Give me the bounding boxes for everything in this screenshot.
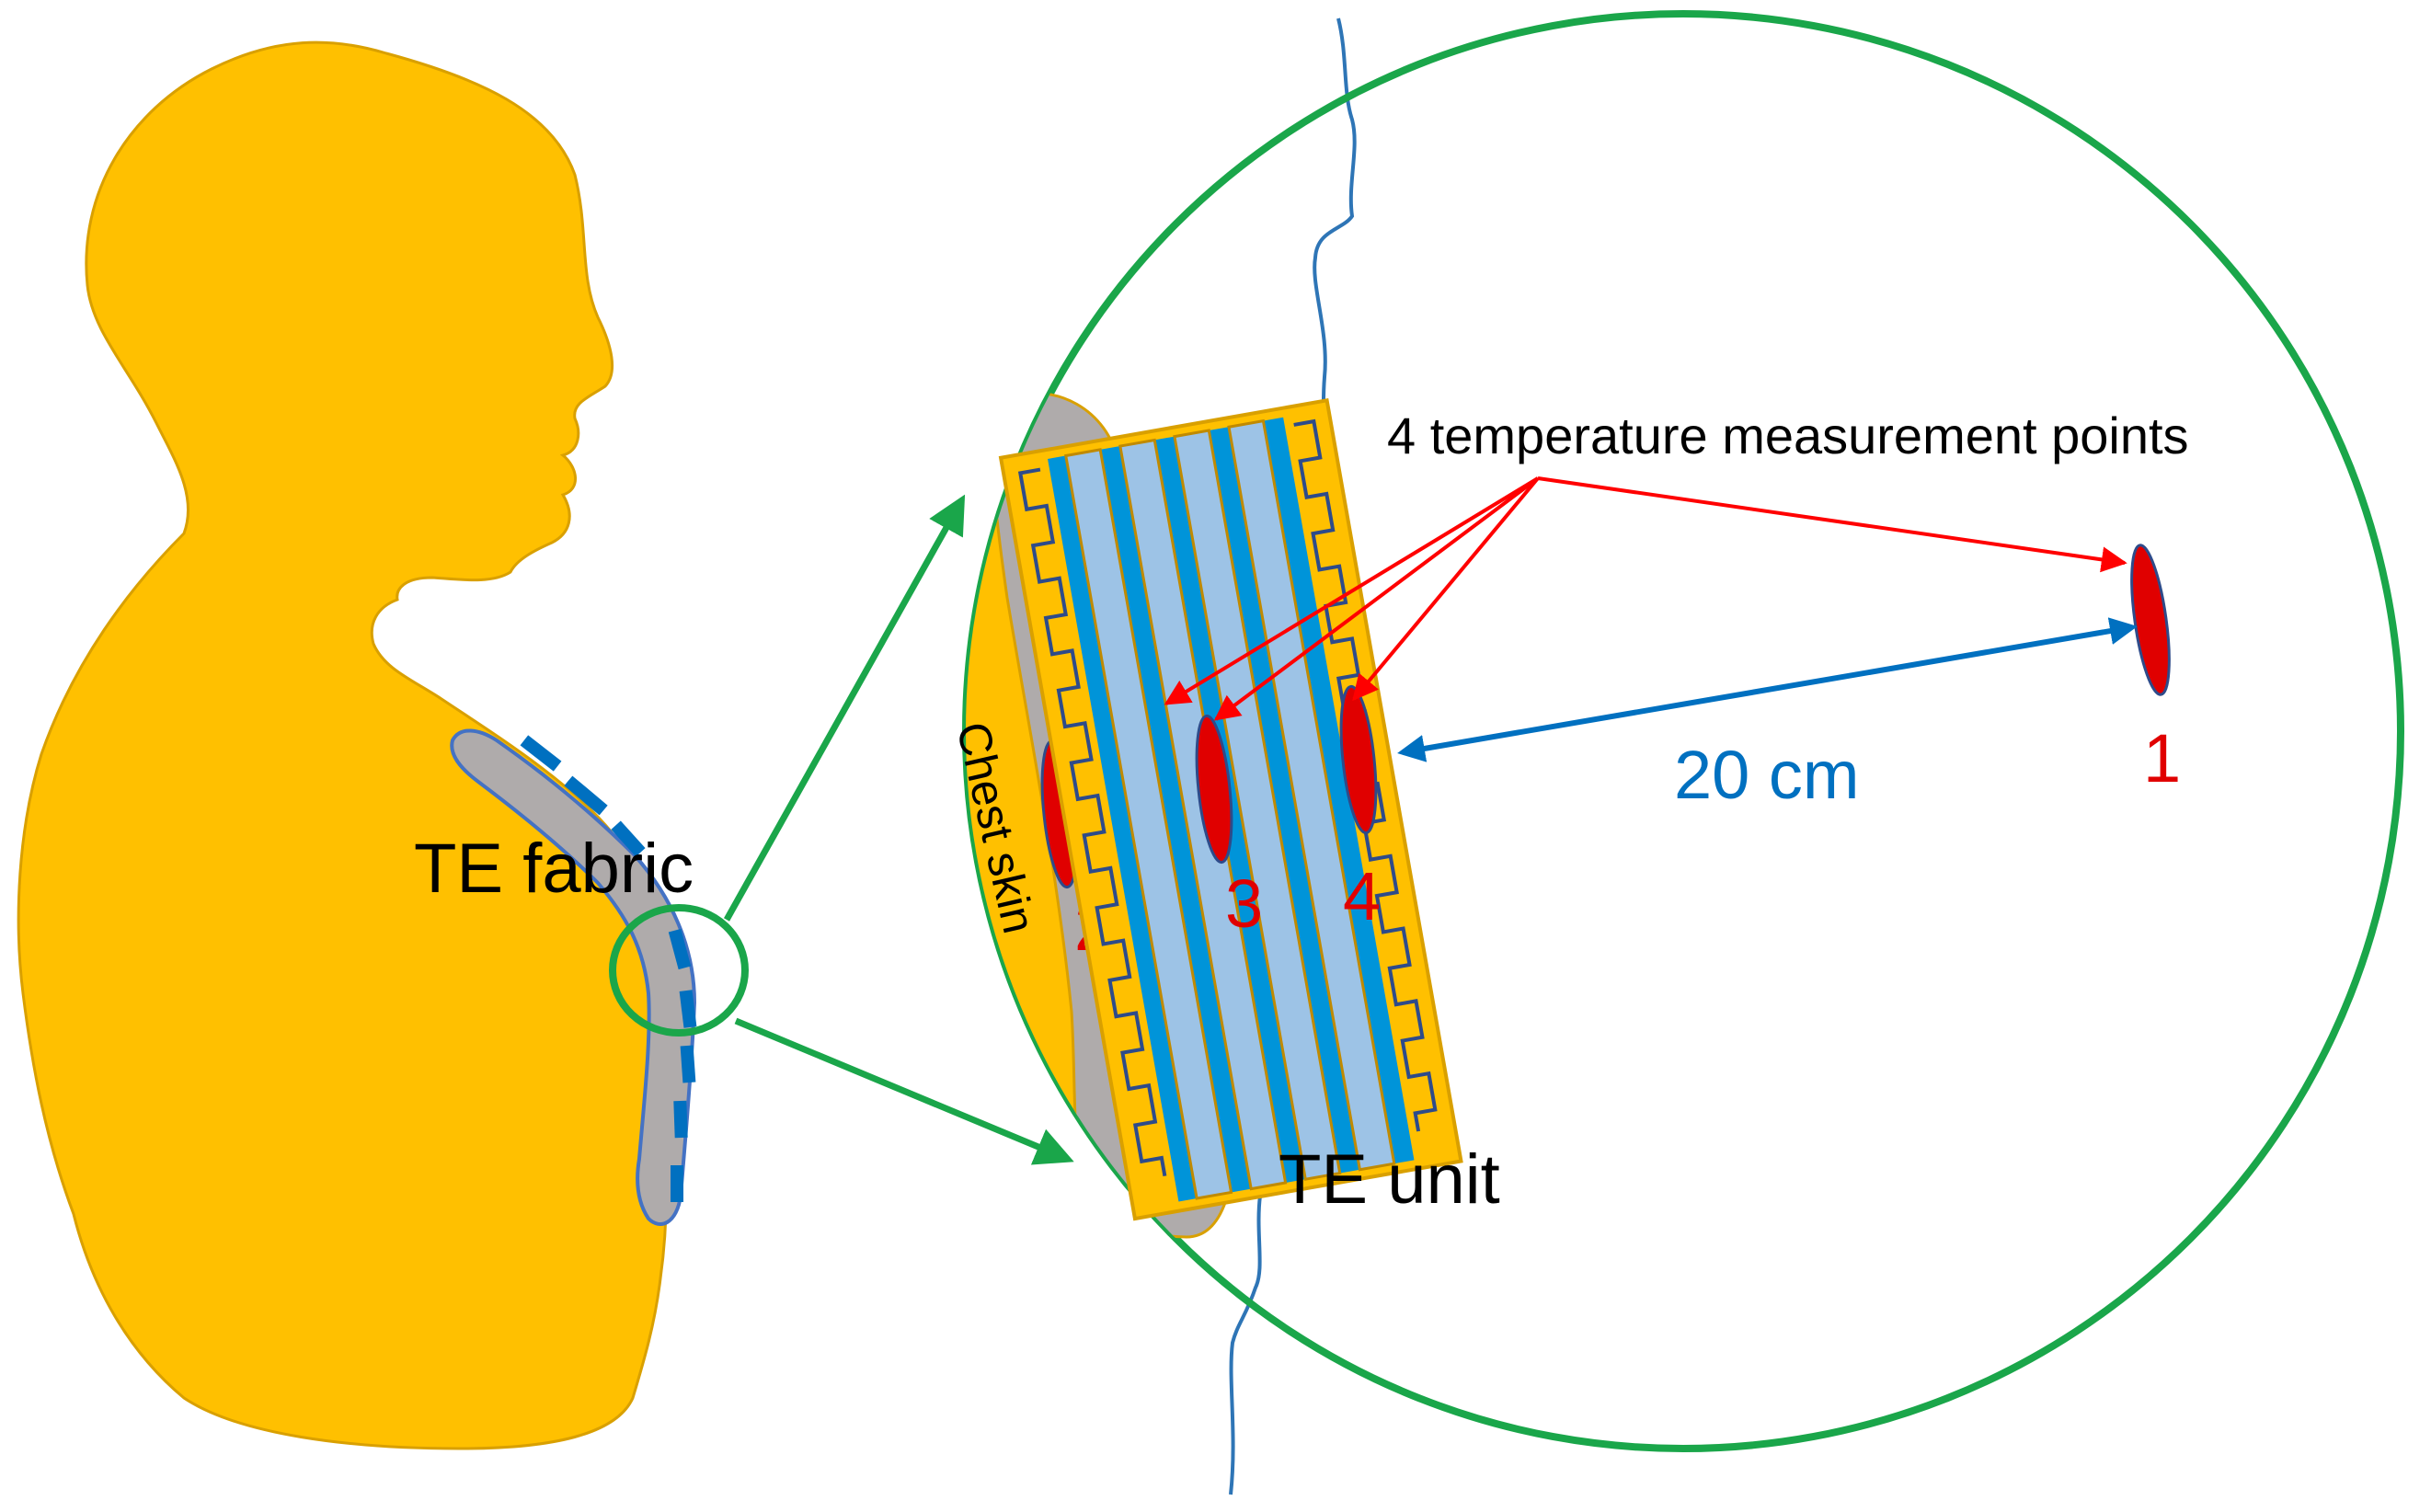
sensor-3-label: 3 bbox=[1225, 865, 1263, 942]
measurement-points-label: 4 temperature measurement points bbox=[1387, 407, 2189, 464]
sensor-1 bbox=[2130, 544, 2171, 696]
zoom-arrow-upper bbox=[723, 494, 966, 922]
te-fabric-strip bbox=[450, 728, 697, 1226]
te-unit-label: TE unit bbox=[1279, 1140, 1500, 1219]
te-fabric-label: TE fabric bbox=[414, 830, 694, 908]
sensor-1-label: 1 bbox=[2143, 720, 2181, 796]
magnifier-small-circle bbox=[609, 904, 749, 1037]
distance-arrow bbox=[1397, 617, 2138, 762]
human-silhouette-icon bbox=[17, 40, 670, 1450]
distance-label: 20 cm bbox=[1674, 737, 1860, 813]
sensor-4-label: 4 bbox=[1343, 858, 1381, 934]
sensor-3 bbox=[1195, 714, 1233, 865]
sensor-4 bbox=[1339, 684, 1378, 835]
measurement-arrows bbox=[1164, 476, 2127, 721]
te-fabric-dashes bbox=[520, 735, 697, 1202]
zoom-arrow-lower bbox=[734, 1017, 1074, 1165]
